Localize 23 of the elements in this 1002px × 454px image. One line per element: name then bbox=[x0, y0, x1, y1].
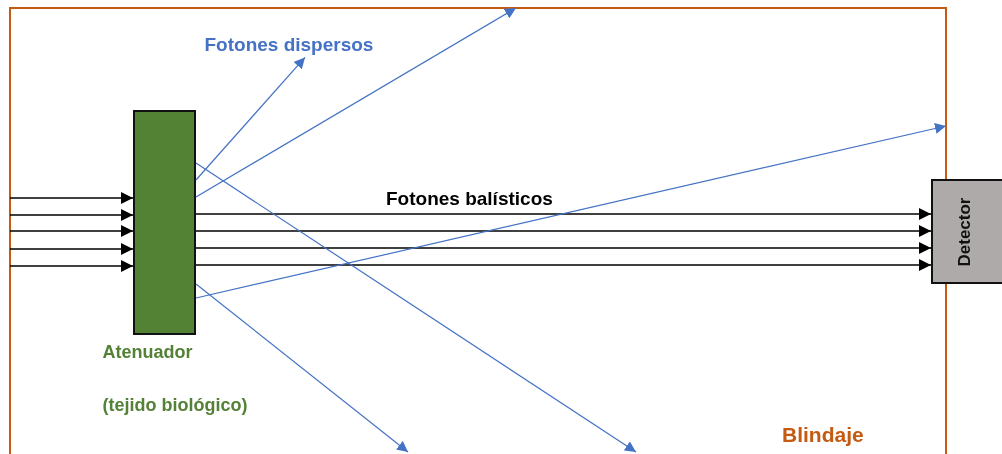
node-label: Blindaje bbox=[782, 423, 864, 447]
arrow bbox=[9, 243, 134, 255]
arrow bbox=[9, 209, 134, 221]
arrow bbox=[195, 7, 517, 198]
node-label: (tejido biológico) bbox=[102, 395, 248, 416]
arrow bbox=[195, 123, 947, 299]
node-label: Atenuador bbox=[102, 342, 193, 363]
arrow bbox=[195, 162, 637, 453]
text-label: Fotones balísticos bbox=[386, 189, 553, 210]
shielding-frame bbox=[9, 7, 947, 454]
arrow bbox=[195, 259, 932, 271]
arrow bbox=[9, 225, 134, 237]
arrow bbox=[195, 56, 306, 181]
node-label: Detector bbox=[955, 197, 974, 266]
arrow bbox=[195, 283, 409, 453]
arrow bbox=[9, 192, 134, 204]
attenuator-block bbox=[132, 109, 196, 335]
arrow bbox=[195, 208, 932, 220]
arrow bbox=[195, 242, 932, 254]
detector-box bbox=[931, 179, 1002, 284]
text-label: Fotones dispersos bbox=[204, 34, 374, 56]
arrow bbox=[195, 225, 932, 237]
arrow bbox=[9, 260, 134, 272]
